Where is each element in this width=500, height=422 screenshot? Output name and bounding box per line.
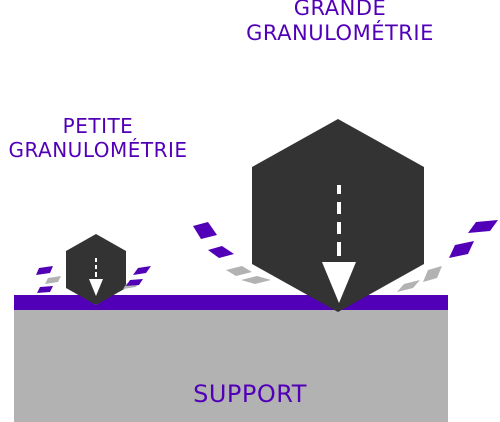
large-granulometry-line-2: GRANULOMÉTRIE (246, 21, 434, 46)
large-down-arrow-icon (322, 185, 356, 303)
small-granulometry-line-2: GRANULOMÉTRIE (8, 138, 188, 162)
small-particle-chips-left (36, 266, 61, 293)
small-particle-chips-right (123, 266, 151, 289)
small-down-arrow-icon (89, 258, 103, 296)
small-particle-hexagon (66, 234, 126, 305)
support-substrate (14, 310, 448, 422)
small-granulometry-label: PETITE GRANULOMÉTRIE (0, 114, 196, 162)
large-particle-chips-right (397, 220, 498, 292)
large-granulometry-label: GRANDE GRANULOMÉTRIE (220, 0, 460, 46)
small-granulometry-line-1: PETITE (62, 114, 134, 138)
violet-layer (14, 295, 448, 310)
large-particle-hexagon (252, 119, 424, 312)
large-particle-chips-left (193, 222, 271, 284)
large-granulometry-line-1: GRANDE (293, 0, 387, 20)
support-label: SUPPORT (193, 380, 307, 408)
